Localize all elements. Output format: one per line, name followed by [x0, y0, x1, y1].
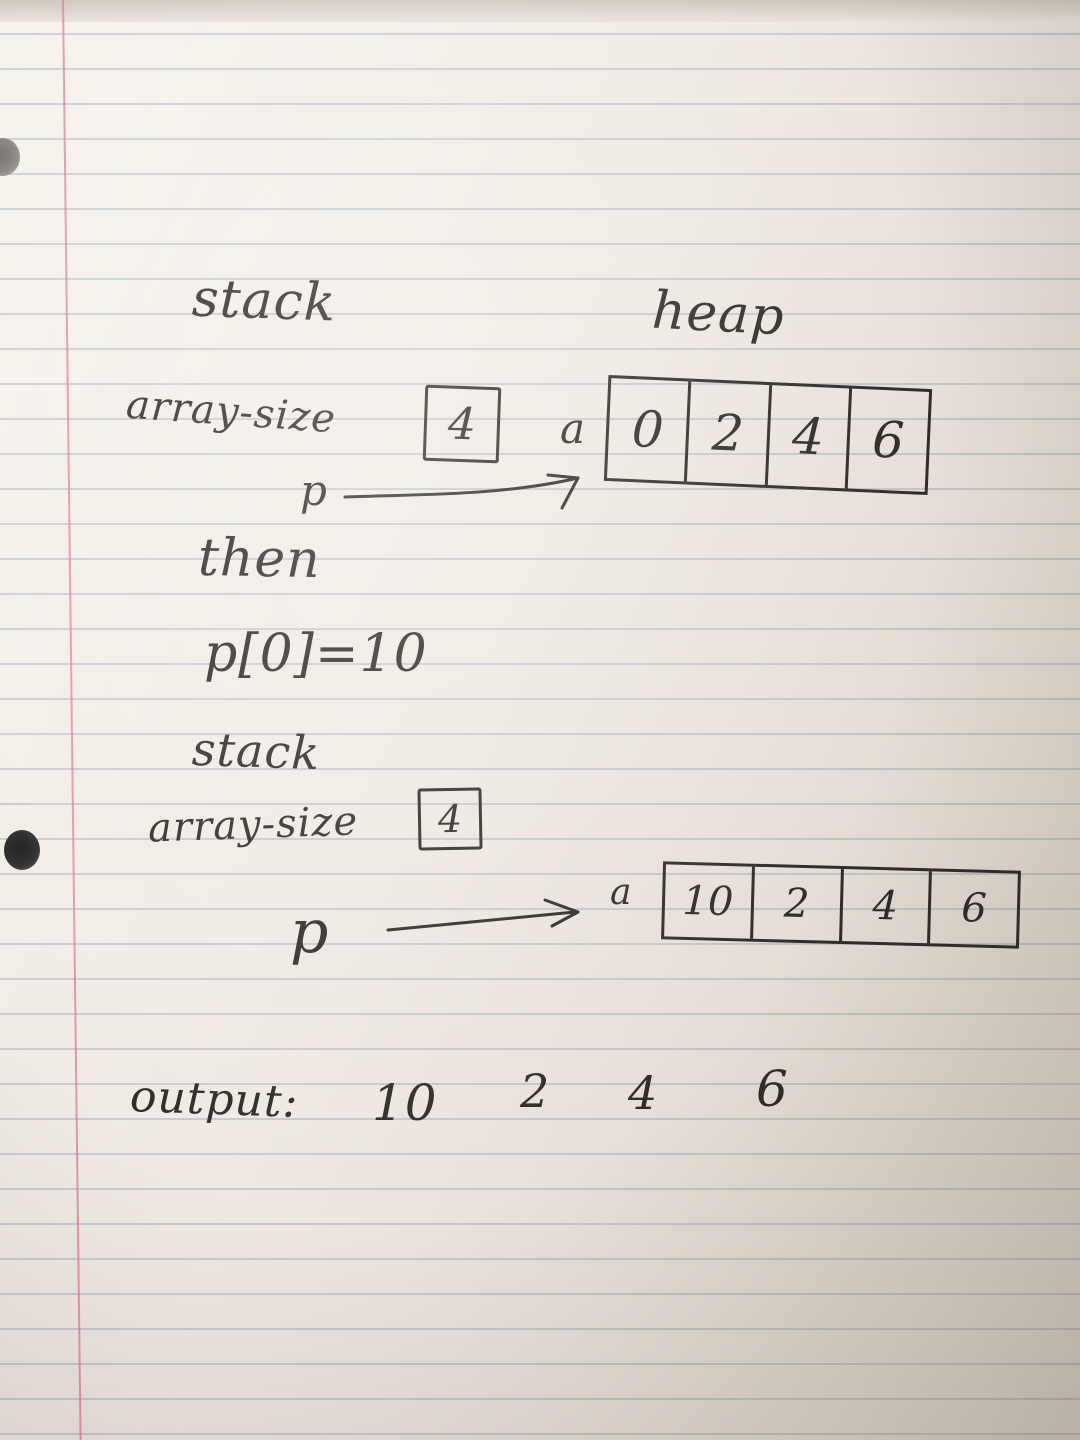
output-value: 6 [756, 1060, 789, 1118]
pointer-label-after: p [290, 897, 330, 967]
heap-array-cell: 2 [684, 381, 769, 485]
heap-array-cell: 4 [764, 384, 849, 489]
heap-label: heap [650, 280, 787, 348]
pointer-label-before: p [300, 466, 328, 515]
heap-array-cell: 10 [681, 877, 734, 926]
stack-label-before: stack [190, 268, 338, 334]
heap-array-cell: 2 [749, 866, 841, 941]
pointer-arrow-before [343, 476, 580, 499]
pointer-arrow-after-head [543, 898, 580, 928]
heap-array-cell: 4 [838, 868, 930, 944]
binder-hole-middle [4, 830, 40, 870]
output-value: 10 [372, 1074, 438, 1132]
array-size-label-after: array-size [147, 798, 359, 852]
heap-array-cell: 6 [844, 388, 930, 492]
output-label: output: [129, 1071, 300, 1128]
heap-array-after: 10 2 4 6 [661, 861, 1021, 949]
paper-top-edge [0, 0, 1080, 22]
array-size-value-box-after: 4 [417, 787, 483, 851]
heap-array-cell: 6 [927, 871, 1018, 946]
output-value: 4 [628, 1066, 659, 1120]
array-name-label-before: a [560, 404, 587, 453]
pointer-arrow-after [386, 910, 577, 932]
heap-array-before: 0 2 4 6 [603, 374, 933, 496]
assignment-statement: p[0]=10 [204, 624, 428, 684]
step-label: then [197, 527, 322, 591]
output-value: 2 [520, 1064, 551, 1118]
binder-hole-top [0, 138, 20, 176]
pointer-arrow-before-head [546, 473, 580, 510]
stack-label-after: stack [191, 721, 322, 781]
array-size-value-box-before: 4 [422, 384, 502, 464]
heap-array-cell: 0 [630, 400, 665, 460]
array-name-label-after: a [610, 872, 633, 913]
